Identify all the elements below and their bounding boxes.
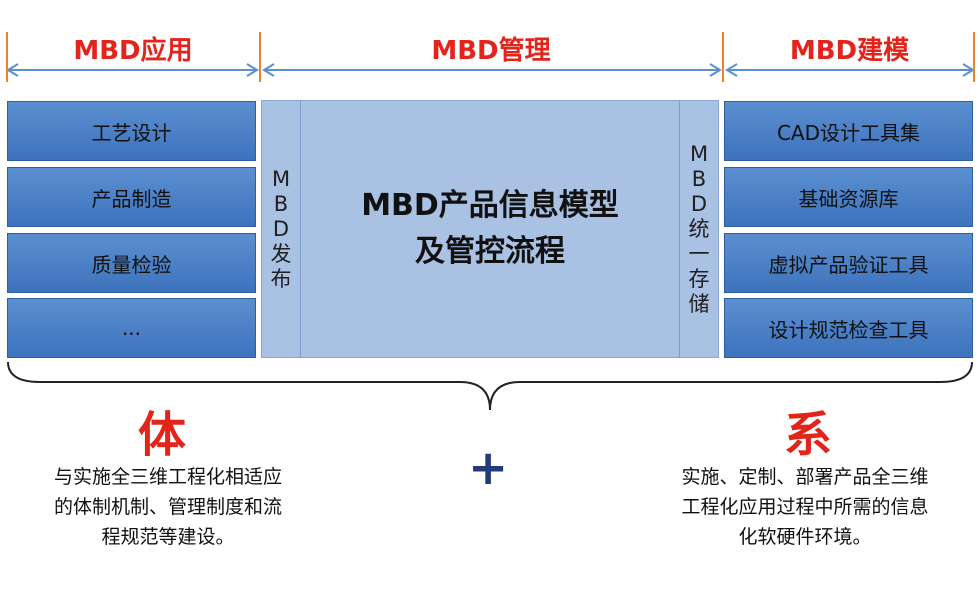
- right-item-design-spec-check: 设计规范检查工具: [724, 298, 973, 358]
- header-mbd-application: MBD应用: [73, 36, 193, 66]
- vchar: B: [691, 166, 707, 191]
- left-item-more: ...: [7, 298, 256, 358]
- text-line: 与实施全三维工程化相适应: [53, 466, 282, 488]
- right-description: 实施、定制、部署产品全三维 工程化应用过程中所需的信息 化软硬件环境。: [640, 462, 970, 552]
- left-item-manufacturing: 产品制造: [7, 167, 256, 227]
- separator-ticks: [6, 32, 975, 82]
- vchar: 统: [688, 216, 710, 241]
- text-line: 程规范等建设。: [101, 526, 235, 548]
- vchar: 一: [688, 241, 710, 266]
- vchar: 发: [270, 241, 292, 266]
- char-ti: 体: [138, 407, 187, 463]
- vchar: 存: [688, 266, 710, 291]
- vchar: M: [271, 166, 291, 191]
- left-item-quality-inspection: 质量检验: [7, 233, 256, 293]
- text-line: 工程化应用过程中所需的信息: [681, 496, 929, 518]
- vchar: 储: [688, 291, 710, 316]
- left-item-process-design: 工艺设计: [7, 101, 256, 161]
- vchar: D: [272, 216, 290, 241]
- left-description: 与实施全三维工程化相适应 的体制机制、管理制度和流 程规范等建设。: [18, 462, 318, 552]
- mbd-unified-storage-label: M B D 统 一 存 储: [679, 101, 718, 357]
- middle-span-arrow: [262, 63, 722, 77]
- vchar: D: [690, 191, 708, 216]
- header-mbd-management: MBD管理: [431, 36, 551, 66]
- plus-sign: +: [468, 440, 509, 496]
- center-title: MBD产品信息模型 及管控流程: [300, 183, 680, 275]
- mbd-publish-label: M B D 发 布: [262, 101, 301, 357]
- text-line: 的体制机制、管理制度和流: [53, 496, 282, 518]
- center-block: M B D 发 布 MBD产品信息模型 及管控流程 M B D 统 一 存 储: [261, 100, 719, 358]
- vchar: 布: [270, 266, 292, 291]
- text-line: 实施、定制、部署产品全三维: [681, 466, 929, 488]
- header-mbd-modeling: MBD建模: [789, 36, 910, 66]
- vchar: M: [689, 141, 709, 166]
- right-item-virtual-verification: 虚拟产品验证工具: [724, 233, 973, 293]
- right-item-cad-tools: CAD设计工具集: [724, 101, 973, 161]
- char-xi: 系: [784, 407, 833, 463]
- text-line: 化软硬件环境。: [738, 526, 872, 548]
- center-title-line2: 及管控流程: [415, 234, 565, 269]
- center-title-line1: MBD产品信息模型: [361, 188, 619, 223]
- right-item-resource-library: 基础资源库: [724, 167, 973, 227]
- curly-brace: [7, 361, 973, 411]
- vchar: B: [273, 191, 289, 216]
